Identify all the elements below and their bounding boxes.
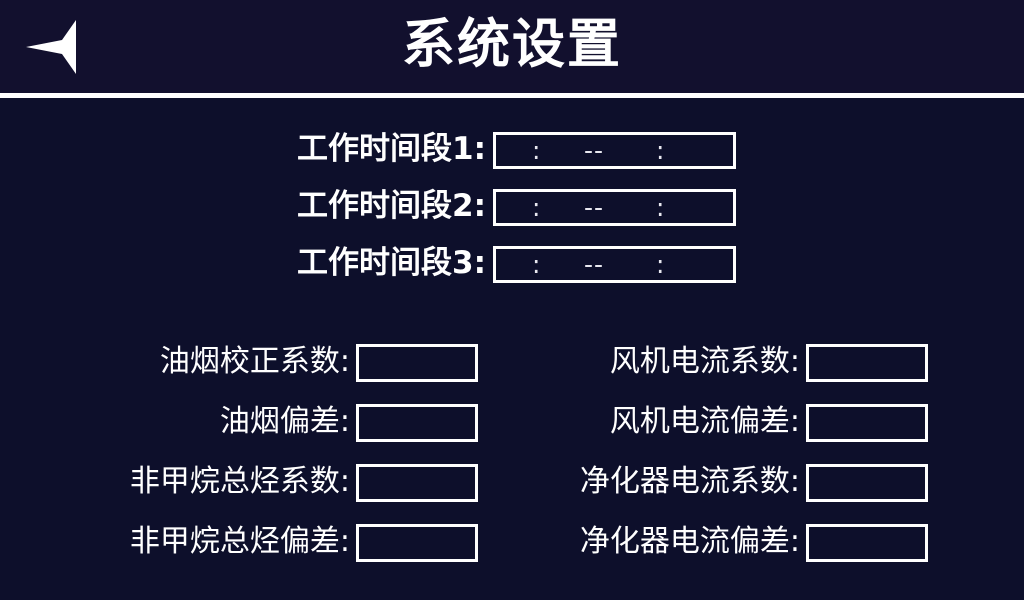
- work-time-value-3: : -- :: [496, 249, 733, 280]
- field-label-nmhc-offset: 非甲烷总烃偏差:: [129, 524, 350, 559]
- field-purifier-current-coefficient: 净化器电流系数:: [450, 460, 930, 506]
- input-fan-current-coefficient[interactable]: [806, 344, 928, 382]
- work-time-section: 工作时间段1: : -- : 工作时间段2: : -- : 工作时间段3:: [0, 128, 1024, 299]
- input-oil-smoke-offset[interactable]: [356, 404, 478, 442]
- input-fan-current-offset[interactable]: [806, 404, 928, 442]
- header-bar: 系统设置: [0, 0, 1024, 93]
- input-nmhc-offset[interactable]: [356, 524, 478, 562]
- field-label-nmhc-coefficient: 非甲烷总烃系数:: [129, 464, 350, 499]
- work-time-value-1: : -- :: [496, 135, 733, 166]
- work-time-input-3[interactable]: : -- :: [493, 246, 736, 283]
- field-purifier-current-offset: 净化器电流偏差:: [450, 520, 930, 566]
- work-time-input-2[interactable]: : -- :: [493, 189, 736, 226]
- input-purifier-current-offset[interactable]: [806, 524, 928, 562]
- value-fan-current-offset: [809, 407, 925, 439]
- work-time-input-1[interactable]: : -- :: [493, 132, 736, 169]
- time-colon-end-1: :: [656, 136, 666, 165]
- work-time-row-2: 工作时间段2: : -- :: [0, 185, 1024, 242]
- calibration-row-3: 非甲烷总烃系数: 净化器电流系数:: [0, 460, 1024, 520]
- back-arrow-icon: [12, 14, 90, 80]
- input-nmhc-coefficient[interactable]: [356, 464, 478, 502]
- work-time-label-3: 工作时间段3:: [297, 245, 486, 281]
- field-fan-current-coefficient: 风机电流系数:: [450, 340, 930, 386]
- field-oil-smoke-coefficient: 油烟校正系数:: [0, 340, 480, 386]
- field-nmhc-offset: 非甲烷总烃偏差:: [0, 520, 480, 566]
- time-colon-start-1: :: [532, 136, 542, 165]
- work-time-row-1: 工作时间段1: : -- :: [0, 128, 1024, 185]
- field-label-fan-current-coefficient: 风机电流系数:: [609, 344, 800, 379]
- time-colon-start-2: :: [532, 193, 542, 222]
- field-fan-current-offset: 风机电流偏差:: [450, 400, 930, 446]
- time-range-dash-2: --: [584, 193, 605, 222]
- field-label-oil-smoke-offset: 油烟偏差:: [219, 404, 350, 439]
- work-time-value-2: : -- :: [496, 192, 733, 223]
- field-oil-smoke-offset: 油烟偏差:: [0, 400, 480, 446]
- page-title: 系统设置: [402, 14, 622, 75]
- time-colon-end-2: :: [656, 193, 666, 222]
- input-oil-smoke-coefficient[interactable]: [356, 344, 478, 382]
- value-purifier-current-offset: [809, 527, 925, 559]
- work-time-label-1: 工作时间段1:: [297, 131, 486, 167]
- field-label-fan-current-offset: 风机电流偏差:: [609, 404, 800, 439]
- work-time-row-3: 工作时间段3: : -- :: [0, 242, 1024, 299]
- time-colon-end-3: :: [656, 250, 666, 279]
- calibration-row-4: 非甲烷总烃偏差: 净化器电流偏差:: [0, 520, 1024, 580]
- time-range-dash-3: --: [584, 250, 605, 279]
- input-purifier-current-coefficient[interactable]: [806, 464, 928, 502]
- work-time-label-2: 工作时间段2:: [297, 188, 486, 224]
- field-label-purifier-current-offset: 净化器电流偏差:: [579, 524, 800, 559]
- calibration-row-2: 油烟偏差: 风机电流偏差:: [0, 400, 1024, 460]
- field-nmhc-coefficient: 非甲烷总烃系数:: [0, 460, 480, 506]
- value-purifier-current-coefficient: [809, 467, 925, 499]
- back-button[interactable]: [12, 14, 90, 80]
- field-label-purifier-current-coefficient: 净化器电流系数:: [579, 464, 800, 499]
- value-fan-current-coefficient: [809, 347, 925, 379]
- calibration-grid: 油烟校正系数: 风机电流系数: 油烟偏差: 风机电流偏差:: [0, 340, 1024, 580]
- header-divider: [0, 93, 1024, 98]
- time-range-dash-1: --: [584, 136, 605, 165]
- calibration-row-1: 油烟校正系数: 风机电流系数:: [0, 340, 1024, 400]
- field-label-oil-smoke-coefficient: 油烟校正系数:: [159, 344, 350, 379]
- time-colon-start-3: :: [532, 250, 542, 279]
